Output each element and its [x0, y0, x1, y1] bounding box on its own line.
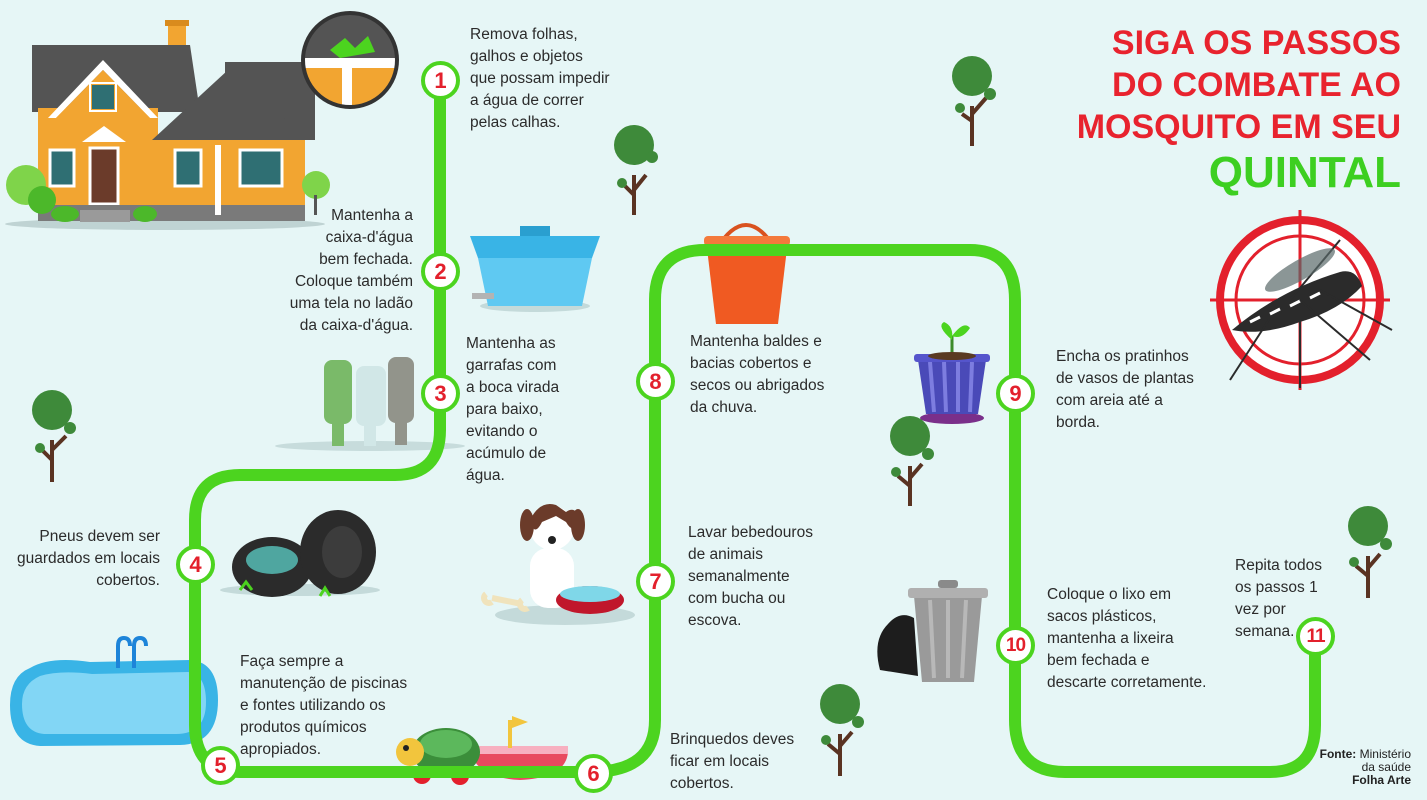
- step-11-number: 11: [1296, 617, 1335, 656]
- tires-icon: [220, 510, 380, 597]
- step-6-number: 6: [574, 754, 613, 793]
- gutter-icon: [301, 11, 399, 109]
- step-1-text: Remova folhas, galhos e objetos que poss…: [470, 26, 610, 131]
- step-3-text: Mantenha as garrafas com a boca virada p…: [466, 335, 560, 484]
- step-3-number: 3: [421, 374, 460, 413]
- mosquito-target-icon: [1210, 210, 1393, 390]
- source-org-line2: da saúde: [1361, 760, 1411, 774]
- source-org-line1: Ministério: [1359, 747, 1411, 761]
- step-1-number: 1: [421, 61, 460, 100]
- pool-icon: [10, 635, 218, 746]
- step-9-text: Encha os pratinhos de vasos de plantas c…: [1056, 348, 1194, 431]
- house-icon: [5, 20, 330, 230]
- step-8-text: Mantenha baldes e bacias cobertos e seco…: [690, 333, 825, 416]
- bucket-icon: [704, 223, 790, 324]
- step-10-text: Coloque o lixo em sacos plásticos, mante…: [1047, 586, 1207, 691]
- step-5-text: Faça sempre a manutenção de piscinas e f…: [240, 653, 408, 758]
- title-line: DO COMBATE AO: [1112, 66, 1401, 104]
- step-7-text: Lavar bebedouros de animais semanalmente…: [688, 524, 813, 629]
- step-2-number: 2: [421, 252, 460, 291]
- step-5-number: 5: [201, 746, 240, 785]
- bottles-icon: [275, 357, 465, 451]
- step-7-number: 7: [636, 562, 675, 601]
- dog-icon: [481, 504, 635, 625]
- source-credit: Fonte: Ministério da saúde Folha Arte: [1320, 748, 1411, 787]
- step-4-text: Pneus devem ser guardados em locais cobe…: [16, 528, 160, 589]
- step-9-number: 9: [996, 374, 1035, 413]
- title-highlight: QUINTAL: [1208, 148, 1401, 197]
- step-6-text: Brinquedos deves ficar em locais coberto…: [670, 731, 795, 792]
- page-title: SIGA OS PASSOS DO COMBATE AO MOSQUITO EM…: [1077, 22, 1401, 198]
- source-label: Fonte:: [1319, 747, 1357, 761]
- step-2-text: Mantenha a caixa-d'água bem fechada. Col…: [289, 207, 413, 334]
- plant-pot-icon: [914, 322, 990, 424]
- trash-can-icon: [877, 580, 988, 682]
- step-11-text: Repita todos os passos 1 vez por semana.: [1235, 557, 1323, 640]
- source-credit-name: Folha Arte: [1352, 773, 1411, 787]
- step-4-number: 4: [176, 545, 215, 584]
- step-10-number: 10: [996, 626, 1035, 665]
- water-tank-icon: [470, 226, 600, 312]
- title-line: MOSQUITO EM SEU: [1076, 108, 1401, 146]
- title-line: SIGA OS PASSOS: [1111, 24, 1401, 62]
- tree-icon: [32, 56, 1392, 776]
- step-8-number: 8: [636, 362, 675, 401]
